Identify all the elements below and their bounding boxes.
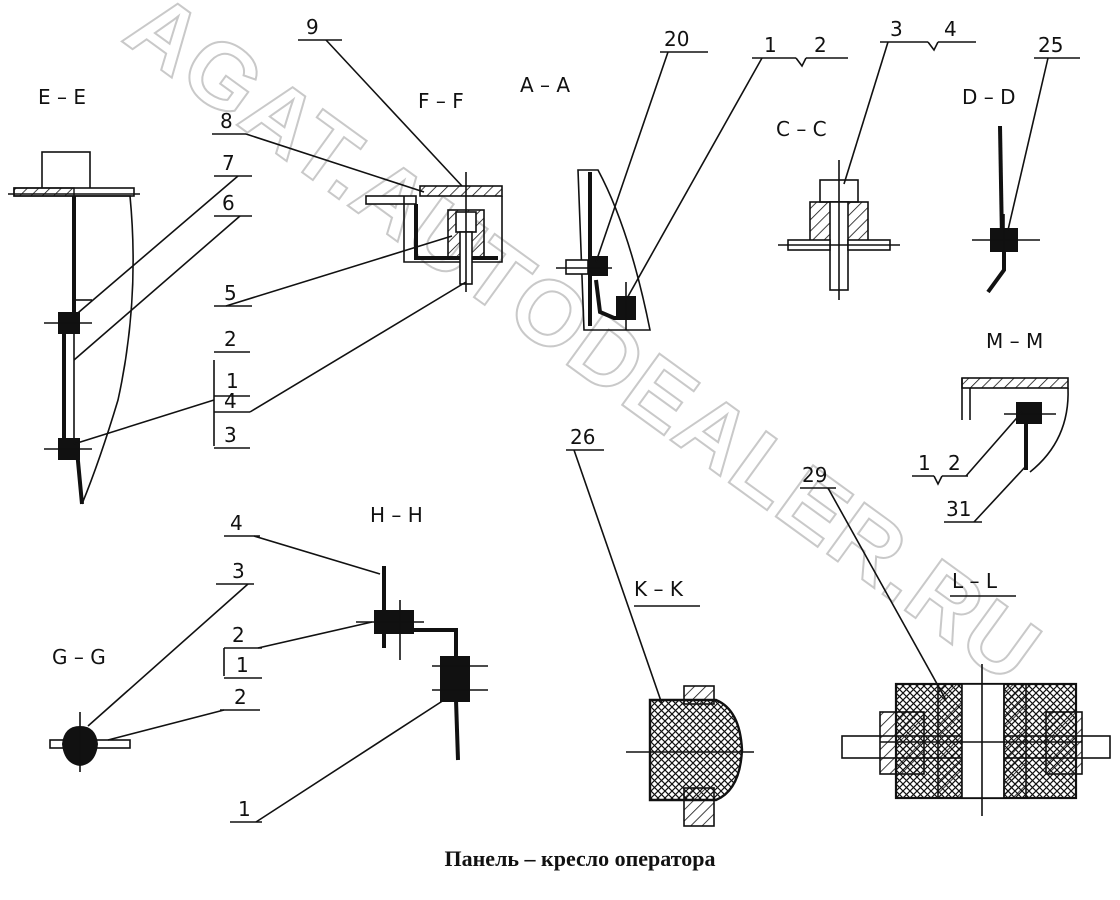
view-label-ee: E – E — [38, 85, 86, 109]
view-label-kk: K – K — [634, 577, 684, 601]
callout-3-left: 3 — [224, 423, 237, 447]
view-label-mm: M – M — [986, 329, 1043, 353]
view-label-gg: G – G — [52, 645, 106, 669]
callout-1-mm: 1 — [918, 451, 931, 475]
view-hh: H – H — [356, 503, 488, 761]
callout-7: 7 — [222, 151, 235, 175]
callout-29: 29 — [802, 463, 827, 487]
callout-2: 2 — [814, 33, 827, 57]
watermark: AGAT.AUTODEALER.RU — [108, 0, 1059, 703]
view-ll: L – L — [841, 569, 1111, 816]
callout-2-left: 2 — [224, 327, 237, 351]
view-aa: A – A — [520, 73, 651, 331]
callout-20: 20 — [664, 27, 689, 51]
diagram-caption: Панель – кресло оператора — [445, 846, 716, 871]
callout-2-gg: 2 — [234, 685, 247, 709]
callout-6: 6 — [222, 191, 235, 215]
callout-5: 5 — [224, 281, 237, 305]
callout-25: 25 — [1038, 33, 1063, 57]
callout-3: 3 — [890, 17, 903, 41]
view-kk: K – K — [626, 577, 754, 827]
view-gg: G – G — [49, 645, 131, 772]
view-label-ff: F – F — [418, 89, 464, 113]
view-ee: E – E — [8, 85, 140, 505]
callout-4-hh: 4 — [230, 511, 243, 535]
view-label-aa: A – A — [520, 73, 570, 97]
callout-4-left: 4 — [224, 389, 237, 413]
view-label-dd: D – D — [962, 85, 1016, 109]
callout-1-hh-bottom: 1 — [238, 797, 251, 821]
callout-26: 26 — [570, 425, 595, 449]
view-label-ll: L – L — [952, 569, 998, 593]
callout-1-hh: 1 — [236, 653, 249, 677]
view-dd: D – D — [962, 85, 1040, 294]
callout-1: 1 — [764, 33, 777, 57]
callout-8: 8 — [220, 109, 233, 133]
view-label-hh: H – H — [370, 503, 423, 527]
leader-lines — [71, 39, 1080, 823]
callout-2-mm: 2 — [948, 451, 961, 475]
callout-labels: 9 20 1 2 3 4 25 8 7 6 5 2 1 4 3 1 2 31 2… — [220, 15, 1063, 821]
callout-2-hh: 2 — [232, 623, 245, 647]
view-cc: C – C — [776, 117, 900, 300]
view-label-cc: C – C — [776, 117, 827, 141]
callout-1-left: 1 — [226, 369, 239, 393]
callout-4: 4 — [944, 17, 957, 41]
callout-9: 9 — [306, 15, 319, 39]
view-mm: M – M — [961, 329, 1069, 473]
callout-31: 31 — [946, 497, 971, 521]
view-ff: F – F — [365, 89, 503, 292]
callout-3-gg: 3 — [232, 559, 245, 583]
